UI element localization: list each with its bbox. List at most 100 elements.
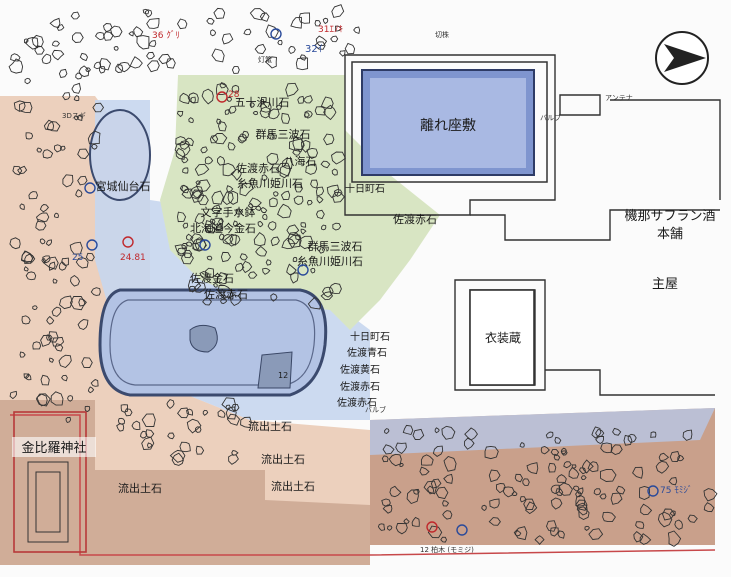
- rock: [305, 163, 318, 175]
- rock: [667, 530, 682, 547]
- rock: [210, 29, 217, 37]
- rock: [254, 205, 262, 212]
- rock: [267, 221, 277, 231]
- rock: [186, 241, 193, 247]
- rock: [277, 203, 292, 219]
- rock: [563, 461, 572, 469]
- rock: [575, 494, 586, 507]
- rock: [146, 18, 160, 29]
- rock: [703, 502, 715, 513]
- rock: [58, 354, 72, 369]
- rock: [260, 101, 272, 113]
- rock: [239, 253, 248, 261]
- rock: [639, 533, 652, 545]
- rock: [59, 145, 66, 151]
- rock: [169, 449, 186, 463]
- omoya-label: 主屋: [652, 277, 678, 292]
- rock: [76, 114, 83, 121]
- rock: [587, 461, 599, 473]
- rock: [593, 488, 602, 496]
- stone-tokamachi: 十日町石: [345, 182, 385, 195]
- rock: [12, 165, 23, 176]
- rock: [91, 143, 98, 150]
- rock: [395, 442, 407, 454]
- rock: [332, 191, 346, 203]
- shrine-boundary: [13, 411, 87, 553]
- cedar-label: 3Dスギ: [62, 112, 86, 120]
- rock: [211, 217, 223, 231]
- tree-number-24: 24.81: [120, 253, 146, 263]
- rock: [316, 209, 325, 220]
- rock: [249, 102, 255, 108]
- rock: [576, 502, 588, 516]
- rock: [109, 25, 123, 38]
- rock: [62, 92, 71, 101]
- shrine-label: 金比羅神社: [21, 440, 86, 456]
- shop-sub-label: 本舗: [657, 227, 683, 242]
- rock: [176, 18, 188, 30]
- rock: [41, 53, 52, 65]
- rock: [554, 436, 562, 444]
- rock: [423, 480, 437, 495]
- rock: [146, 51, 155, 60]
- rock: [49, 17, 61, 29]
- rock: [70, 274, 80, 287]
- rock: [495, 483, 506, 494]
- stone-isozaki: 五十沢川石: [235, 95, 290, 109]
- rock: [186, 233, 194, 241]
- rock: [514, 529, 522, 537]
- stone-sado-aka-4: 佐渡赤石: [340, 380, 380, 393]
- rock: [24, 253, 36, 264]
- rock: [19, 203, 25, 210]
- rock: [669, 510, 676, 516]
- rock: [591, 426, 602, 439]
- rock: [615, 485, 626, 495]
- rock: [73, 95, 80, 102]
- tree-number-75: 75 ﾓﾐｼﾞ: [660, 485, 692, 496]
- rock: [21, 315, 31, 325]
- rock: [443, 473, 453, 484]
- rock: [39, 204, 49, 213]
- rock: [553, 453, 561, 461]
- rock: [116, 423, 125, 432]
- rock: [40, 374, 50, 386]
- rock: [303, 112, 310, 118]
- stone-gunma-2: 群馬三波石: [308, 239, 363, 253]
- rock: [243, 28, 252, 36]
- ishozo-building: [469, 289, 535, 386]
- rock: [328, 282, 342, 294]
- rock: [269, 197, 278, 208]
- rock: [229, 294, 242, 307]
- rock: [188, 117, 194, 123]
- rock: [23, 38, 29, 44]
- stone-moji: 文字手水鉢: [201, 205, 256, 219]
- rock: [211, 48, 225, 63]
- rock: [578, 467, 586, 475]
- rock: [202, 409, 209, 416]
- rock: [221, 33, 234, 45]
- rock: [51, 306, 62, 317]
- rock: [387, 525, 393, 531]
- rock: [46, 121, 61, 132]
- rock: [77, 148, 90, 160]
- rock: [280, 190, 291, 201]
- island-number-12: 12: [278, 371, 288, 380]
- rock: [315, 186, 325, 197]
- rock: [75, 189, 83, 198]
- shrine-building: [27, 461, 69, 543]
- rock: [513, 526, 528, 541]
- rock: [197, 194, 209, 206]
- rock: [321, 286, 334, 298]
- stone-sado-aka-1: 佐渡赤石: [236, 161, 280, 175]
- rock: [228, 454, 239, 465]
- garden-planting-zone: [160, 75, 440, 330]
- rock: [640, 503, 653, 516]
- rock: [231, 66, 240, 74]
- rock: [295, 234, 301, 240]
- rock: [222, 163, 237, 177]
- rock: [61, 257, 69, 266]
- rock: [193, 282, 206, 293]
- rock: [204, 267, 215, 279]
